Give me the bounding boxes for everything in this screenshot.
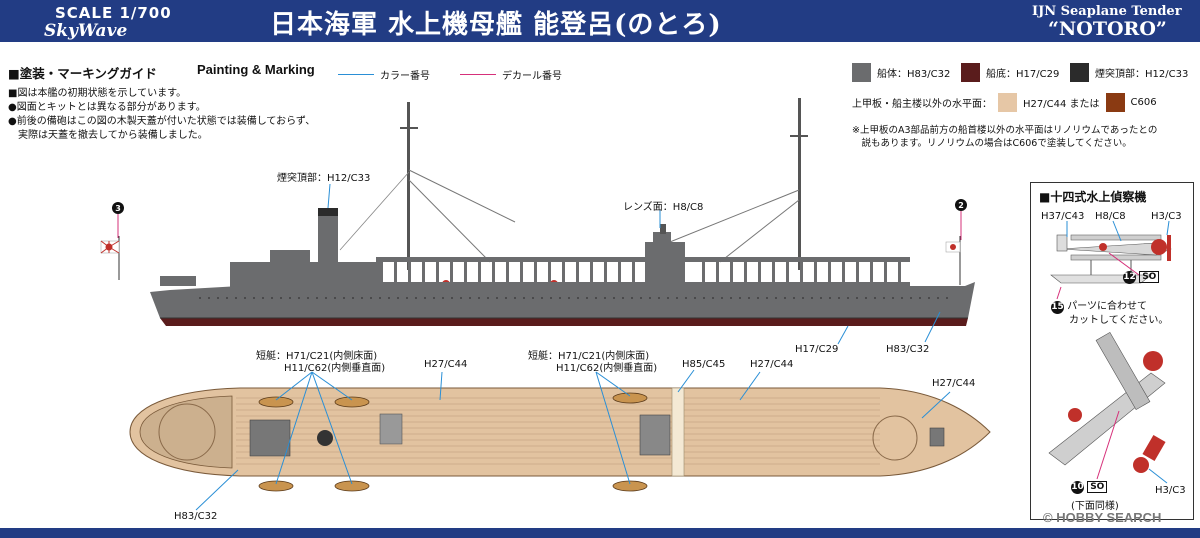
label-deck-b: H27/C44 bbox=[750, 359, 794, 370]
legend-decal: デカール番号 bbox=[460, 67, 562, 82]
header-bar bbox=[0, 0, 1200, 42]
decal-line-icon bbox=[460, 74, 496, 75]
leader-lines bbox=[195, 369, 951, 511]
decal-marker-icon: 15 bbox=[1051, 301, 1064, 314]
decal-so-badge: SO bbox=[1139, 271, 1160, 283]
decal-so-badge: SO bbox=[1087, 481, 1108, 493]
decal-marker-icon: 12 bbox=[1123, 271, 1136, 284]
inset-title: ■十四式水上偵察機 bbox=[1039, 190, 1147, 204]
decal-number: 2 bbox=[958, 201, 964, 210]
right-note-1: ※上甲板のA3部品前方の船首楼以外の水平面はリノリウムであったとの bbox=[852, 125, 1158, 136]
decal-number: 3 bbox=[115, 204, 121, 213]
swatch-box bbox=[998, 93, 1017, 112]
swatch-bottom: 船底：H17/C29 bbox=[961, 63, 1059, 82]
ship-name: “NOTORO” bbox=[1048, 18, 1167, 40]
inset-decal-10: 10 SO bbox=[1071, 481, 1108, 494]
awning-posts bbox=[380, 262, 901, 284]
label-boat-b-floor: 短艇：H71/C21(内側床面) bbox=[528, 351, 650, 362]
swatch-funnel: 煙突頂部：H12/C33 bbox=[1070, 63, 1188, 82]
label-top-hull: H83/C32 bbox=[174, 511, 218, 522]
note-2: ●図面とキットとは異なる部分があります。 bbox=[8, 102, 206, 113]
note-1: ■図は本艦の初期状態を示しています。 bbox=[8, 88, 187, 99]
inset-color-4: H3/C3 bbox=[1155, 485, 1186, 496]
right-note-2: 説もあります。リノリウムの場合はC606で塗装してください。 bbox=[852, 138, 1132, 149]
inset-cut-note-2: カットしてください。 bbox=[1069, 315, 1169, 326]
note-4: 実際は天蓋を撤去してから装備しました。 bbox=[8, 130, 208, 141]
inset-underside-note: (下面同様) bbox=[1071, 501, 1119, 512]
label-deck-a: H27/C44 bbox=[424, 359, 468, 370]
deck-planks bbox=[236, 397, 880, 465]
label-funnel-top: 煙突頂部：H12/C33 bbox=[277, 173, 371, 184]
inset-color-1: H37/C43 bbox=[1041, 211, 1085, 222]
swatch-deck: 上甲板・船主楼以外の水平面： H27/C44 または C606 bbox=[852, 93, 1157, 112]
boats bbox=[258, 392, 648, 492]
watermark: © HOBBY SEARCH bbox=[1043, 510, 1162, 525]
scale-label: SCALE 1/700 bbox=[55, 4, 172, 22]
english-title: IJN Seaplane Tender bbox=[1032, 4, 1182, 19]
jack-flag-icon bbox=[945, 241, 961, 253]
decal-marker-icon: 10 bbox=[1071, 481, 1084, 494]
swatch-box bbox=[1070, 63, 1089, 82]
label-boat-b-wall: H11/C62(内側垂直面) bbox=[556, 363, 658, 374]
deck-seaplane bbox=[528, 280, 558, 290]
seaplane-inset: ■十四式水上偵察機 H37/C43 H8/C8 H3/C3 bbox=[1030, 182, 1194, 520]
top-view bbox=[129, 369, 991, 511]
portholes bbox=[199, 297, 948, 299]
label-deck-c: H27/C44 bbox=[932, 378, 976, 389]
side-view: 3 2 bbox=[100, 98, 975, 345]
guide-title-en: Painting & Marking bbox=[197, 62, 315, 77]
footer-bar bbox=[0, 528, 1200, 538]
inset-cut-note-1: 15 パーツに合わせて bbox=[1051, 301, 1147, 314]
label-bottom: H17/C29 bbox=[795, 344, 839, 355]
legend-color: カラー番号 bbox=[338, 67, 430, 82]
inset-color-2: H8/C8 bbox=[1095, 211, 1126, 222]
seaplane-diagram bbox=[1048, 220, 1172, 484]
swatch-hull: 船体：H83/C32 bbox=[852, 63, 950, 82]
decal-marker-icon bbox=[112, 202, 124, 214]
label-lens: レンズ面：H8/C8 bbox=[623, 202, 704, 213]
seaplane-top-icon bbox=[1048, 331, 1166, 473]
brand-logo: SkyWave bbox=[44, 21, 128, 41]
swatch-box bbox=[1105, 93, 1125, 112]
naval-ensign-icon bbox=[100, 240, 120, 254]
label-bridge-stripe: H85/C45 bbox=[682, 359, 726, 370]
guide-title: ■塗装・マーキングガイド bbox=[8, 66, 157, 81]
decal-marker-icon bbox=[955, 199, 967, 211]
label-boat-a-wall: H11/C62(内側垂直面) bbox=[284, 363, 386, 374]
page-title: 日本海軍 水上機母艦 能登呂(のとろ) bbox=[270, 10, 722, 40]
inset-decal-12: 12 SO bbox=[1123, 271, 1160, 284]
swatch-box bbox=[961, 63, 980, 82]
inset-color-3: H3/C3 bbox=[1151, 211, 1182, 222]
deck-seaplane bbox=[420, 280, 450, 290]
swatch-box bbox=[852, 63, 871, 82]
label-boat-a-floor: 短艇：H71/C21(内側床面) bbox=[256, 351, 378, 362]
note-3: ●前後の備砲はこの図の木製天蓋が付いた状態では装備しておらず、 bbox=[8, 116, 316, 127]
label-hull: H83/C32 bbox=[886, 344, 930, 355]
color-line-icon bbox=[338, 74, 374, 75]
